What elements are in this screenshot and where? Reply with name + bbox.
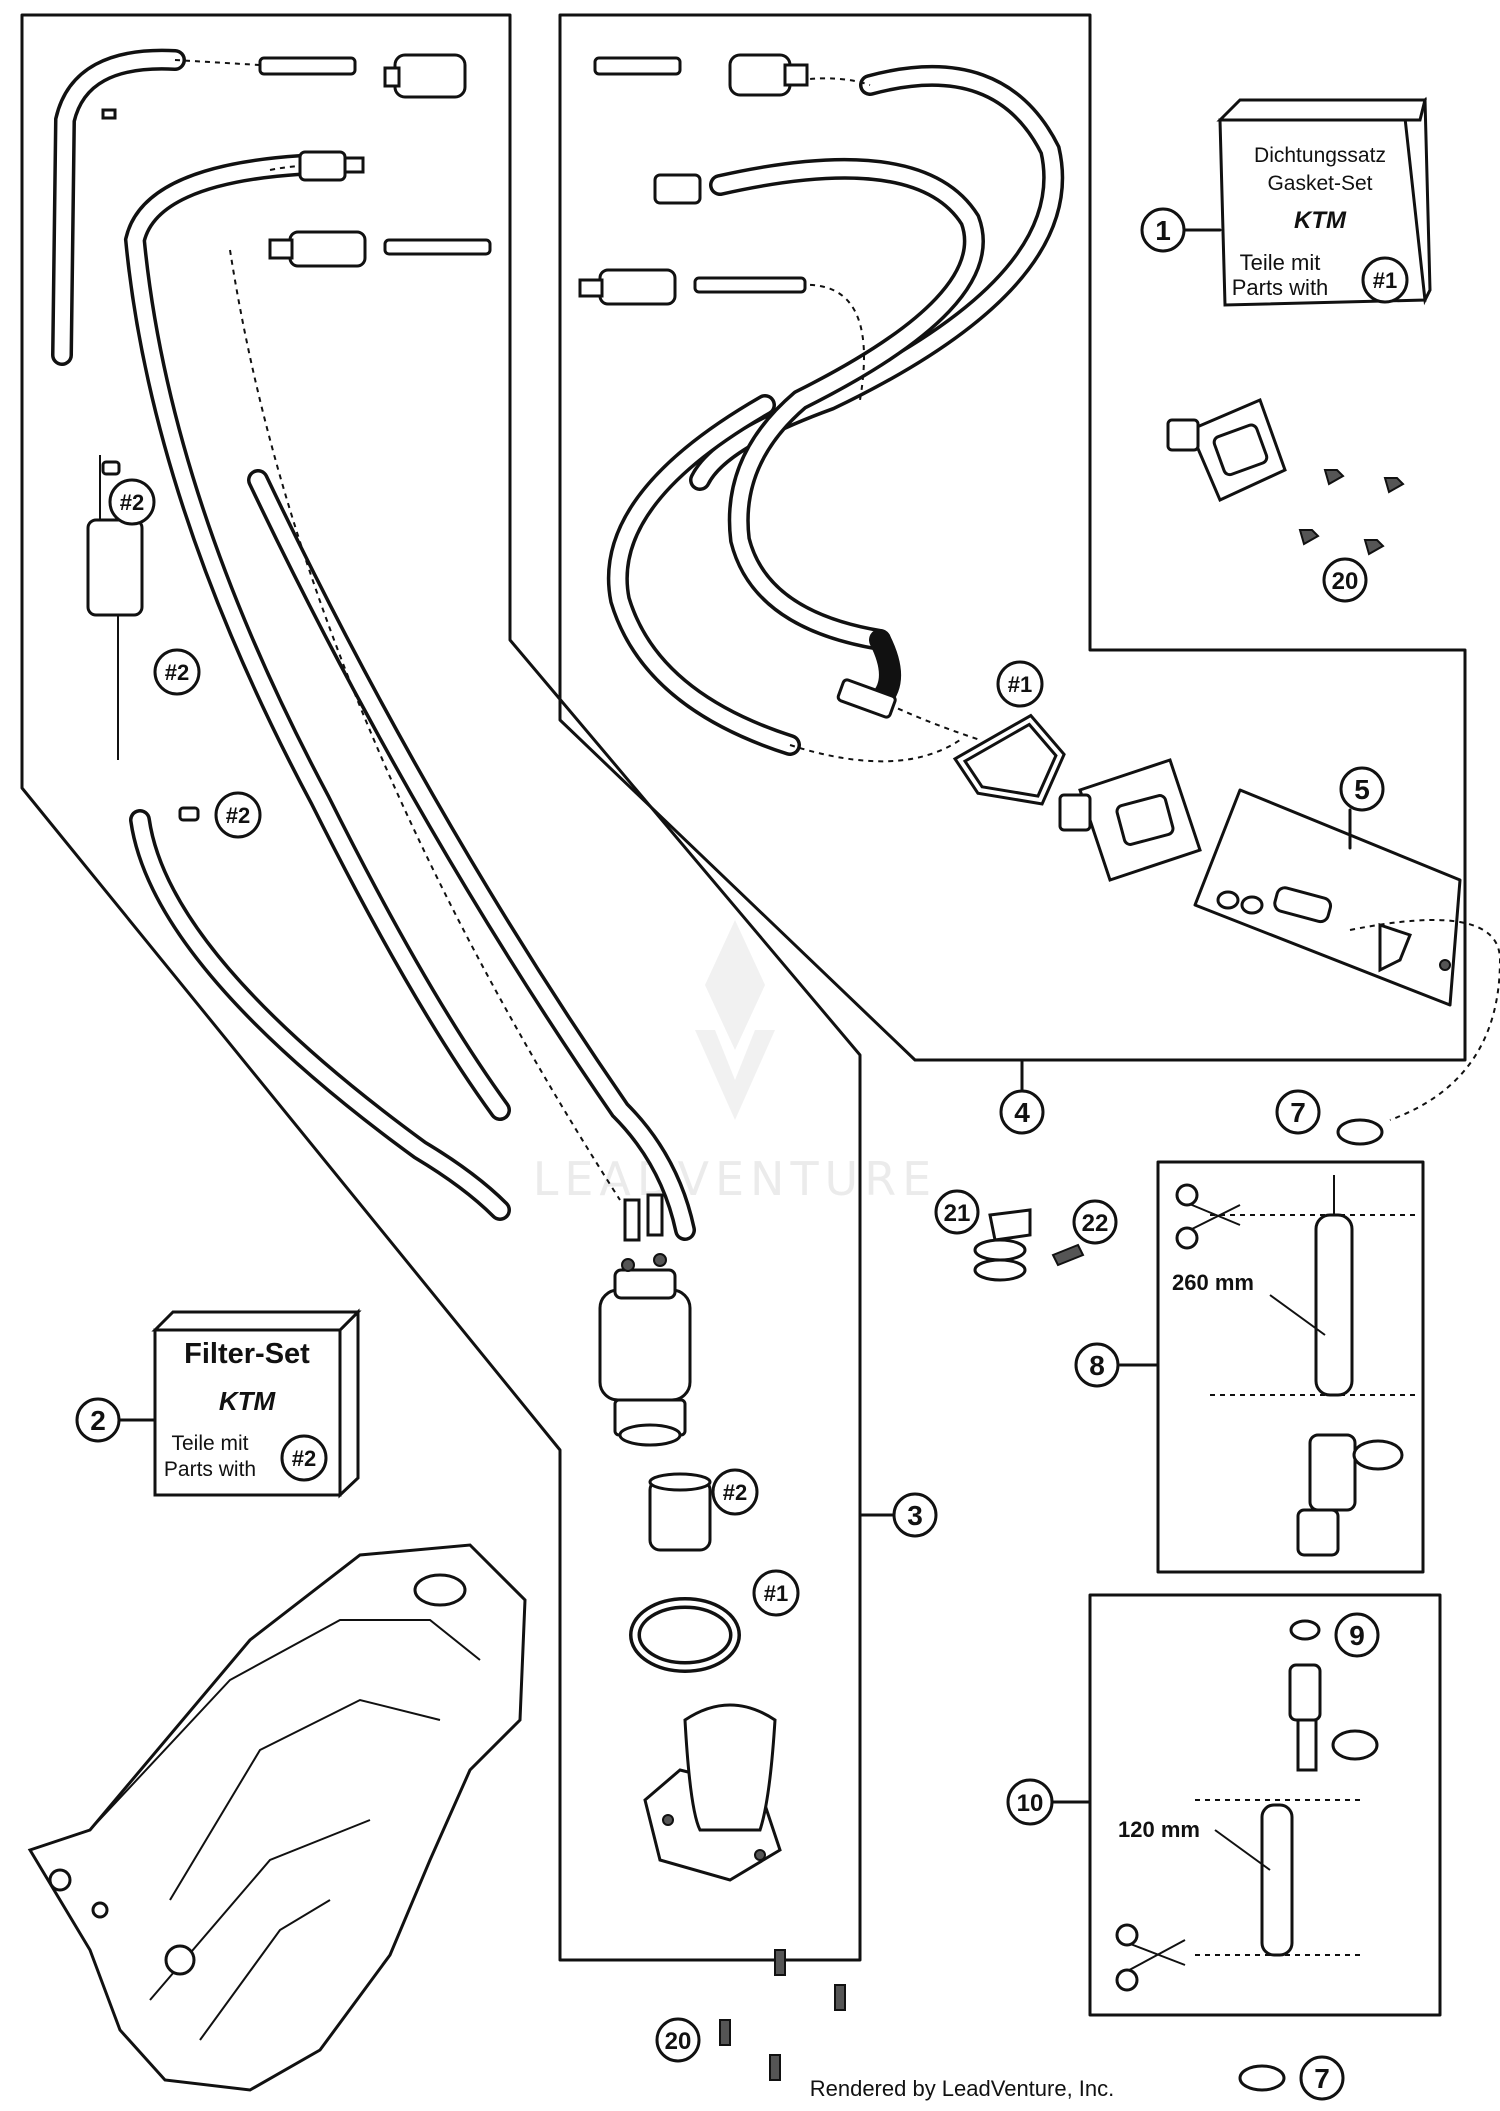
fuel-pump (598, 1193, 692, 1447)
svg-text:4: 4 (1014, 1097, 1030, 1128)
screws-20-bottom (719, 1949, 846, 2081)
callout-5: 5 (1339, 766, 1385, 812)
valve-body (1058, 758, 1202, 882)
clamp-7-bottom (1238, 2064, 1286, 2092)
callout-20-top: 20 (1322, 557, 1368, 603)
clamp-7-top (1336, 1118, 1384, 1146)
leadventure-watermark: LEADVENTURE (533, 920, 938, 1206)
box-10-outline (1088, 1593, 1442, 2017)
svg-text:#2: #2 (165, 660, 189, 685)
hoses-right (606, 64, 1500, 1121)
footer-credit: Rendered by LeadVenture, Inc. (810, 2076, 1115, 2101)
inline-fuel-filter (86, 108, 144, 760)
gasket-set-line2: Gasket-Set (1267, 172, 1372, 195)
filter-set-line1: Filter-Set (184, 1338, 310, 1370)
ref-2-hose-clip: #2 (108, 478, 156, 526)
svg-text:22: 22 (1082, 1210, 1109, 1237)
svg-text:#2: #2 (723, 1480, 747, 1505)
callout-21: 21 (934, 1189, 980, 1235)
callout-7-bottom: 7 (1299, 2055, 1345, 2101)
callout-7-top: 7 (1275, 1089, 1321, 1135)
svg-text:#1: #1 (1008, 672, 1032, 697)
filter-set-line2: Teile mit (171, 1432, 248, 1455)
valve-gasket (952, 713, 1066, 806)
svg-text:10: 10 (1017, 1790, 1044, 1817)
callout-2: 2 (75, 1397, 121, 1443)
box-8-outline (1156, 1160, 1425, 1574)
svg-text:3: 3 (907, 1500, 923, 1531)
svg-text:21: 21 (944, 1200, 971, 1227)
callout-8: 8 (1074, 1342, 1120, 1388)
gasket-set-line3: Teile mit (1240, 250, 1321, 275)
ref-1-o-ring: #1 (752, 1569, 800, 1617)
callout-3: 3 (892, 1492, 938, 1538)
svg-text:#2: #2 (226, 803, 250, 828)
ref-2-strainer: #2 (711, 1468, 759, 1516)
gasket-set-ref: #1 (1373, 268, 1397, 293)
svg-text:7: 7 (1314, 2063, 1330, 2094)
filter-set-line3: Parts with (164, 1458, 256, 1481)
svg-text:8: 8 (1089, 1350, 1105, 1381)
fittings-right (578, 53, 897, 719)
gasket-set-line1: Dichtungssatz (1254, 144, 1386, 167)
hoses-left (51, 48, 696, 1241)
callout-4: 4 (999, 1089, 1045, 1135)
ref-1-gasket: #1 (996, 660, 1044, 708)
callout-22: 22 (1072, 1199, 1118, 1245)
box-5-outline (1193, 788, 1462, 1007)
fittings-left (258, 53, 492, 268)
fuel-line-clip-21 (973, 1208, 1032, 1282)
hose-8-length: 260 mm (1172, 1270, 1254, 1295)
filter-clip-top (101, 460, 121, 476)
svg-text:2: 2 (90, 1405, 106, 1436)
valve-parts-5 (1216, 886, 1451, 973)
hose-cut-10 (1115, 1619, 1379, 1992)
fuel-tank (27, 1543, 527, 2092)
pump-strainer (648, 1472, 712, 1552)
svg-text:7: 7 (1290, 1097, 1306, 1128)
hose-cut-8 (1175, 1175, 1415, 1557)
gasket-set-box: Dichtungssatz Gasket-Set KTM Teile mit P… (1216, 96, 1432, 307)
callout-20-bottom: 20 (655, 2017, 701, 2063)
watermark-text: LEADVENTURE (533, 1152, 938, 1206)
filter-clip-bottom (178, 806, 200, 822)
callout-1: 1 (1140, 207, 1186, 253)
svg-text:1: 1 (1155, 215, 1171, 246)
callout-9: 9 (1334, 1612, 1380, 1658)
filter-set-box: Filter-Set KTM Teile mit Parts with #2 (151, 1308, 362, 1499)
pump-o-ring (629, 1597, 741, 1673)
svg-text:#1: #1 (764, 1581, 788, 1606)
svg-text:20: 20 (665, 2028, 692, 2055)
assembly-3-outline (20, 13, 862, 1962)
svg-text:5: 5 (1354, 774, 1370, 805)
assembly-4-outline (558, 13, 1467, 1062)
callout-10: 10 (1006, 1778, 1054, 1826)
hose-10-length: 120 mm (1118, 1817, 1200, 1842)
pump-housing-flange (643, 1703, 782, 1882)
filter-set-ktm-logo: KTM (219, 1386, 277, 1416)
gasket-set-ktm-logo: KTM (1294, 207, 1347, 234)
valve-mount (1166, 397, 1405, 556)
filter-set-ref: #2 (292, 1446, 316, 1471)
gasket-set-line4: Parts with (1232, 275, 1329, 300)
ref-2-filter: #2 (153, 648, 201, 696)
ref-2-clip-bottom: #2 (214, 791, 262, 839)
screw-22 (1051, 1243, 1085, 1267)
svg-text:20: 20 (1332, 568, 1359, 595)
svg-text:#2: #2 (120, 490, 144, 515)
svg-text:9: 9 (1349, 1620, 1365, 1651)
